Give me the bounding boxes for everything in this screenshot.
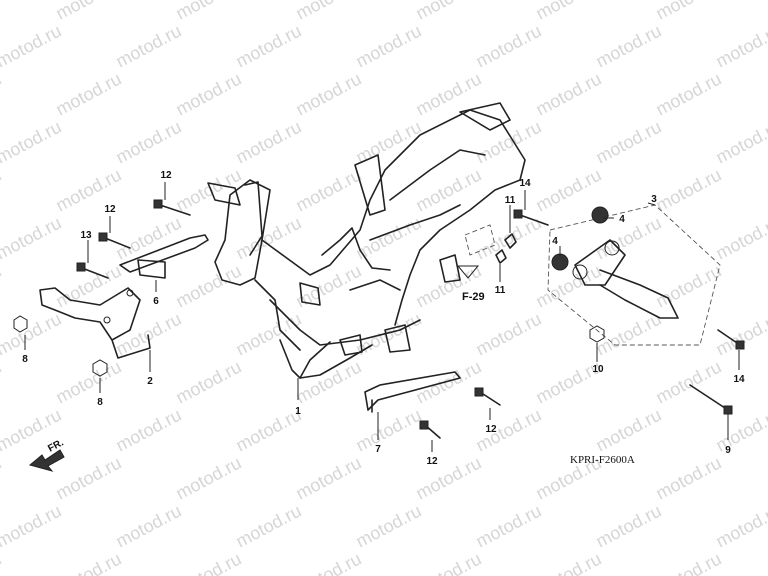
callout-11a: 11 [505, 195, 516, 206]
callout-8b: 8 [97, 397, 103, 408]
front-bracket [39, 287, 151, 359]
bolt-13 [76, 262, 109, 279]
bolt-12b [98, 232, 131, 249]
nut-8a [13, 315, 28, 333]
nut-10 [589, 325, 605, 343]
front-label: FR. [46, 437, 66, 454]
pivot-bracket-assembly [547, 204, 721, 346]
callout-12d: 12 [485, 424, 497, 435]
cap-part [464, 224, 496, 256]
leader-lines [24, 182, 740, 452]
callout-3: 3 [651, 194, 657, 205]
callout-7: 7 [375, 444, 381, 455]
reference-arrow [456, 265, 480, 279]
watermark-text: motod.ru [0, 549, 5, 576]
bolt-12a [153, 199, 191, 216]
callout-11b: 11 [495, 285, 506, 296]
callout-2: 2 [147, 376, 153, 387]
callout-4b: 4 [552, 236, 558, 247]
callout-12c: 12 [426, 456, 438, 467]
callout-14a: 14 [519, 178, 531, 189]
front-arrow-icon [28, 449, 65, 472]
bolt-14a [513, 209, 549, 226]
callout-6: 6 [153, 296, 159, 307]
callout-10: 10 [592, 364, 604, 375]
nut-8b [92, 359, 108, 377]
crossbar-bracket [119, 234, 209, 279]
main-frame [207, 102, 526, 379]
callout-8a: 8 [22, 354, 28, 365]
bolt-14b [717, 329, 745, 350]
clip-11a [504, 233, 517, 249]
reference-label: F-29 [462, 291, 485, 303]
callout-12a: 12 [160, 170, 172, 181]
callout-1: 1 [295, 406, 301, 417]
clip-11b [495, 249, 507, 264]
lower-stay [364, 371, 461, 413]
callout-9: 9 [725, 445, 731, 456]
callout-4a: 4 [619, 214, 625, 225]
diagram-code: KPRI-F2600A [570, 454, 635, 466]
bolt-9 [689, 384, 733, 415]
bolt-12d [419, 420, 441, 439]
callout-12b: 12 [104, 204, 116, 215]
bolt-12c [474, 387, 501, 406]
callout-14b: 14 [733, 374, 745, 385]
callout-13: 13 [80, 230, 92, 241]
